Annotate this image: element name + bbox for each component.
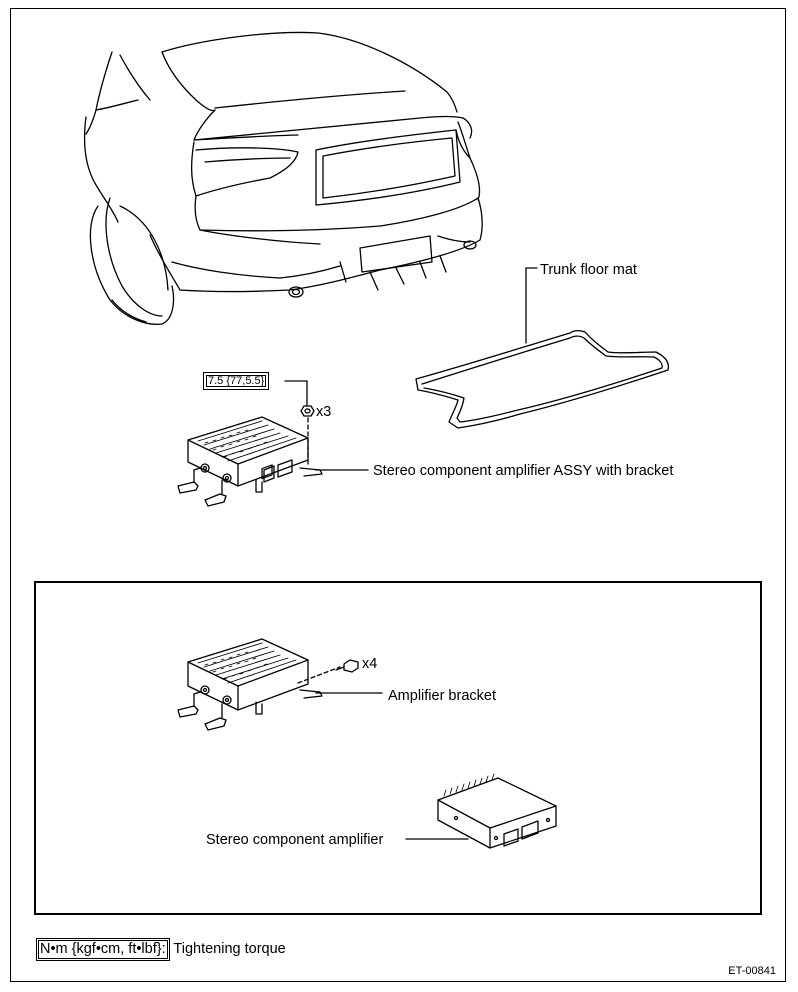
amplifier-icon [437,773,557,849]
figure-code: ET-00841 [728,965,776,977]
trunk-floor-mat-label: Trunk floor mat [540,262,637,278]
figure-frame [10,8,786,982]
nut-icon [300,405,315,417]
stereo-amp-label: Stereo component amplifier [206,832,384,848]
car-rear-icon [83,31,483,325]
nut-quantity-label: x3 [316,404,332,420]
bolt-icon [335,659,359,673]
torque-legend: N•m {kgf•cm, ft•lbf}: Tightening torque [36,938,286,961]
trunk-mat-icon [415,267,670,429]
bolt-quantity-label: x4 [362,656,378,672]
detail-inset-box [34,581,762,915]
stereo-amp-assy-label: Stereo component amplifier ASSY with bra… [373,463,674,479]
amplifier-bracket-label: Amplifier bracket [388,688,496,704]
legend-unit-box: N•m {kgf•cm, ft•lbf}: [36,938,170,961]
bracket-icon [177,638,341,731]
torque-spec-box: 7.5 {77,5.5} [203,372,270,391]
amplifier-with-bracket-icon [177,416,323,507]
legend-description: Tightening torque [173,941,286,957]
